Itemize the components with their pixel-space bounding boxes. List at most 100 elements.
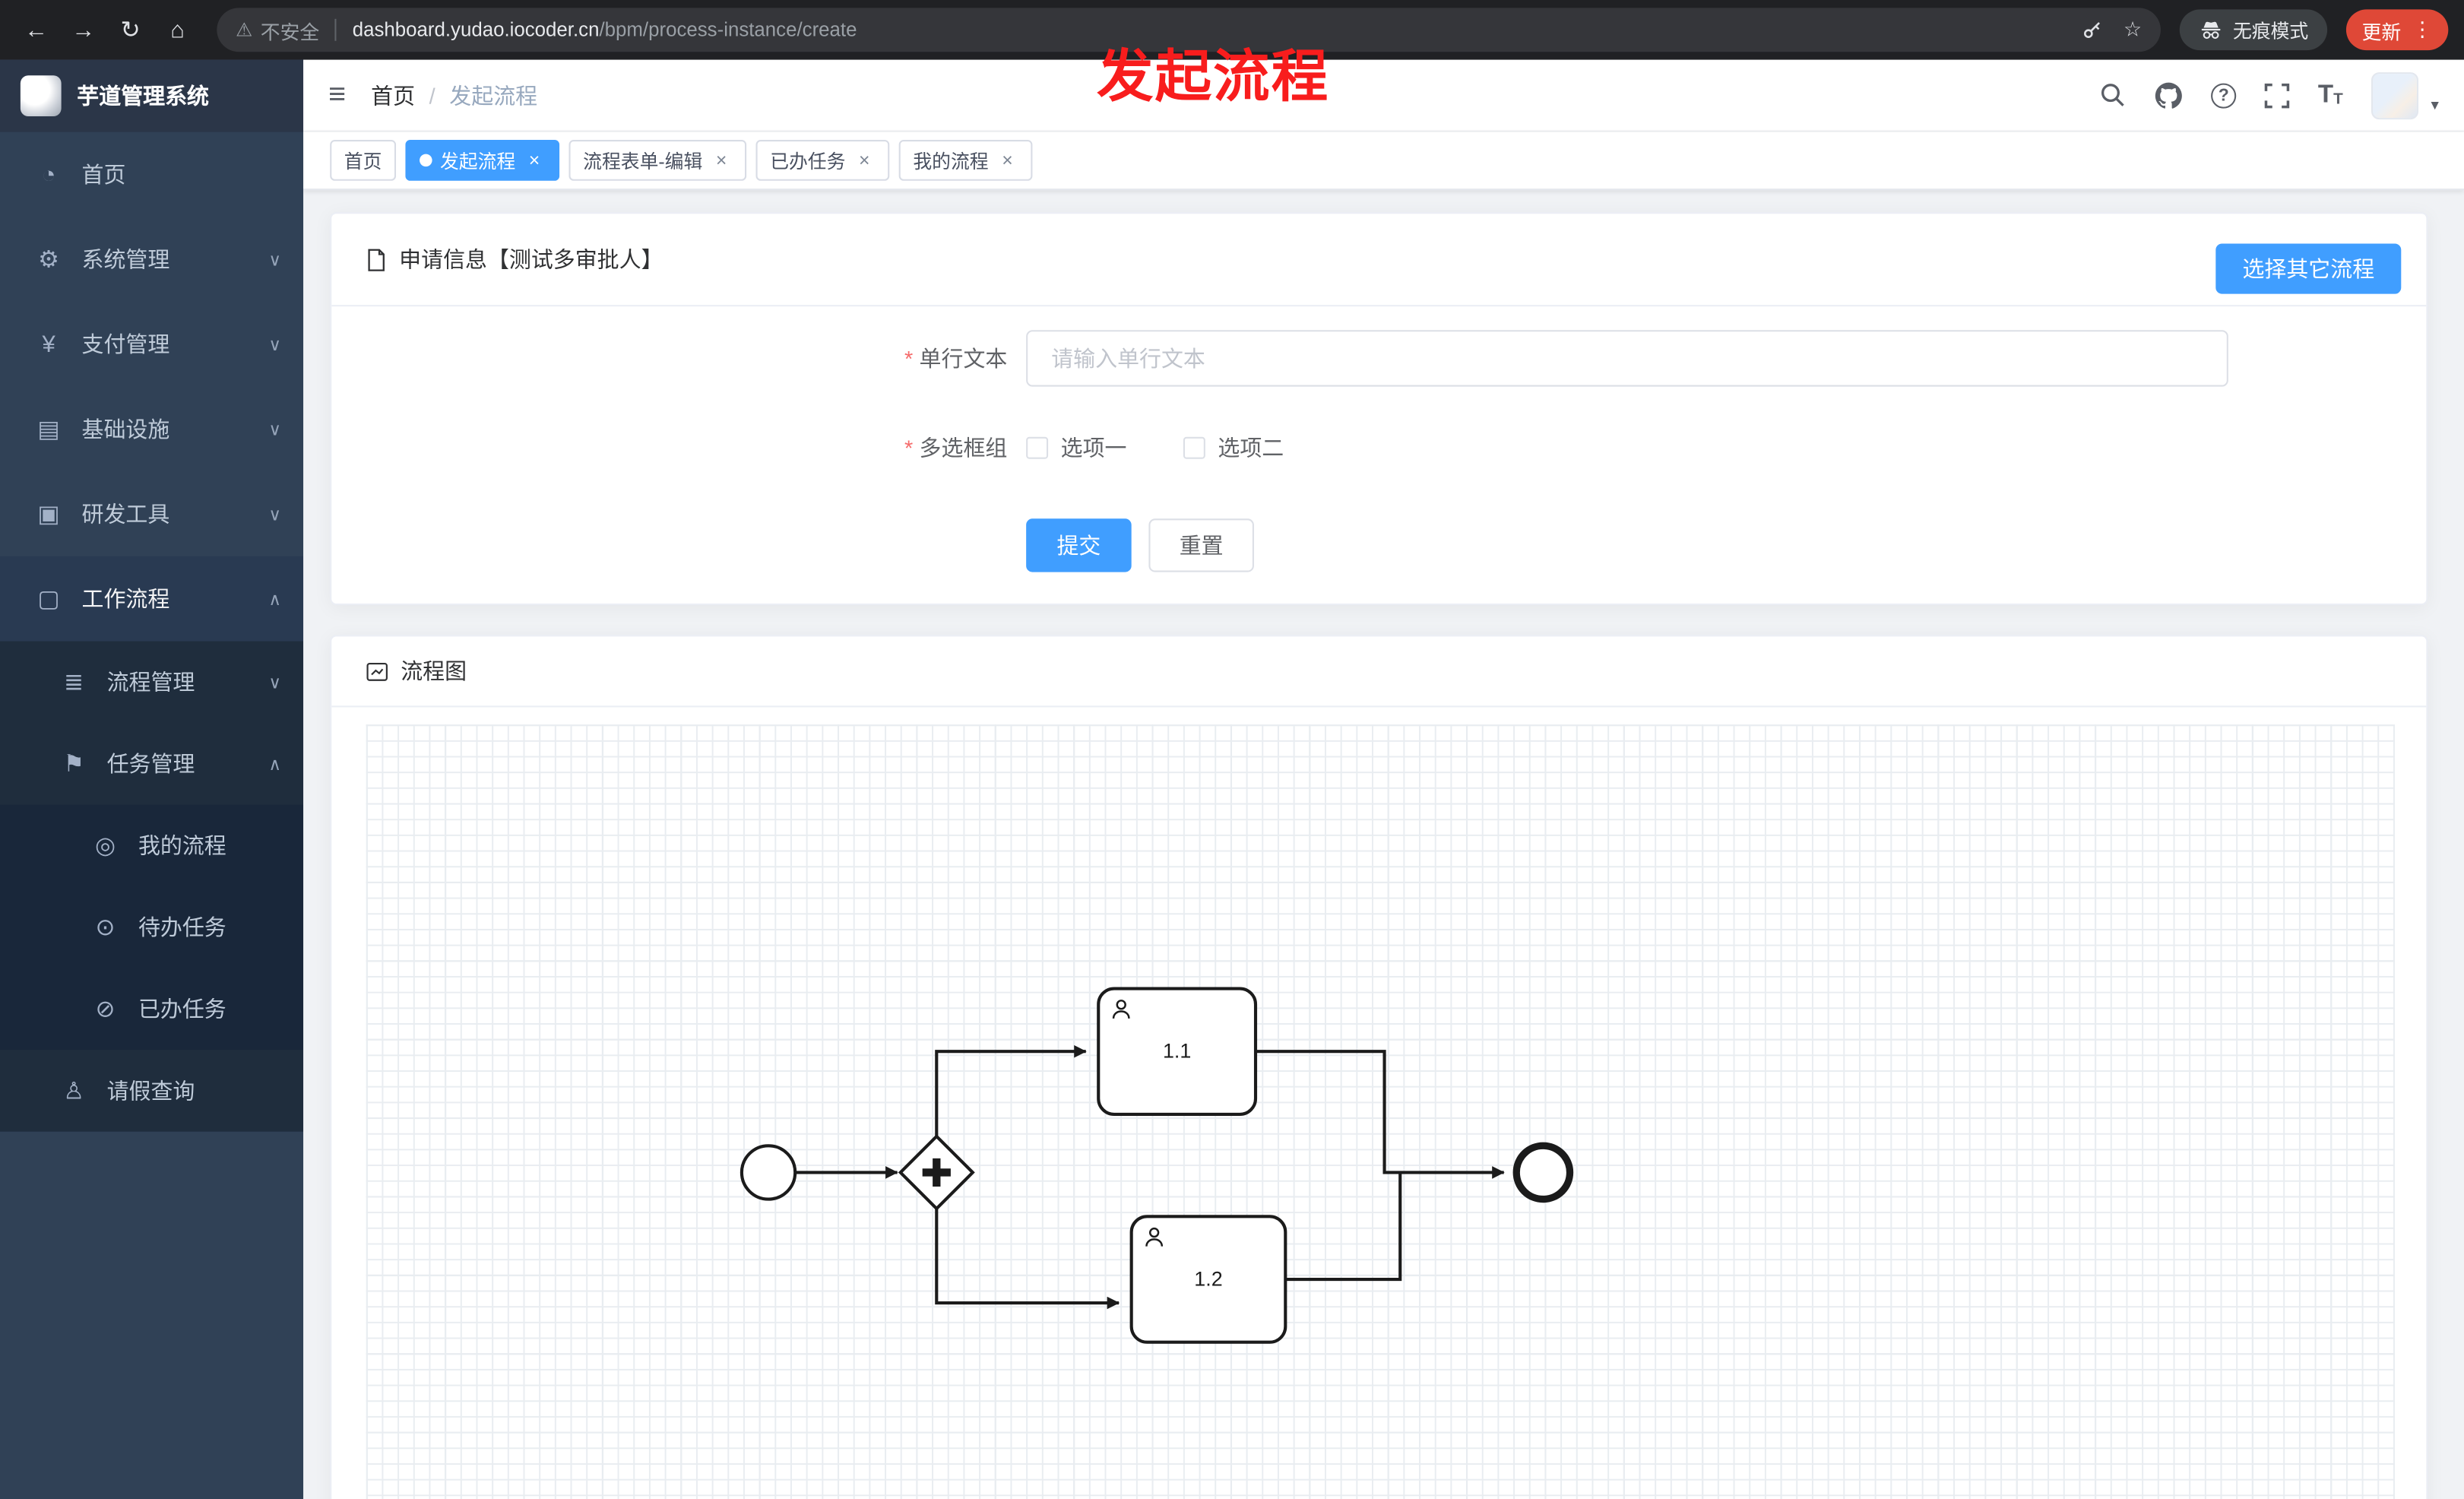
tab-my-process[interactable]: 我的流程 × bbox=[898, 140, 1033, 181]
flag-icon: ⚑ bbox=[63, 751, 85, 778]
dashboard-icon: ◔ bbox=[41, 160, 56, 189]
devtools-icon: ▣ bbox=[37, 501, 60, 528]
document-icon bbox=[366, 248, 387, 271]
logo-title: 芋道管理系统 bbox=[77, 83, 209, 109]
browser-chrome: ← → ↻ ⌂ ⚠ 不安全 dashboard.yudao.iocoder.cn… bbox=[0, 0, 2464, 60]
reset-button[interactable]: 重置 bbox=[1148, 518, 1254, 572]
sidebar-item-label: 首页 bbox=[81, 161, 126, 188]
home-icon[interactable]: ⌂ bbox=[170, 16, 185, 43]
breadcrumb-separator: / bbox=[429, 82, 435, 108]
sidebar-item-label: 请假查询 bbox=[106, 1078, 195, 1104]
refresh-icon[interactable]: ↻ bbox=[120, 17, 141, 44]
bpmn-canvas[interactable]: 1.1 1.2 bbox=[366, 724, 2396, 1499]
bpmn-diagram: 1.1 1.2 bbox=[740, 987, 1574, 1344]
checkbox-icon[interactable] bbox=[1183, 436, 1205, 459]
sidebar-item-system[interactable]: ⚙ 系统管理 ∨ bbox=[0, 217, 303, 302]
breadcrumb-current: 发起流程 bbox=[449, 82, 538, 108]
chevron-down-icon: ∨ bbox=[268, 335, 282, 355]
sidebar-collapse-icon[interactable]: ≡ bbox=[328, 78, 347, 111]
url-path: /bpm/process-instance/create bbox=[599, 18, 857, 41]
sidebar-item-my-process[interactable]: ◎ 我的流程 bbox=[0, 804, 304, 887]
card-title: 申请信息【测试多审批人】 bbox=[366, 214, 664, 305]
logo-image bbox=[20, 75, 62, 117]
avatar[interactable] bbox=[2371, 71, 2418, 119]
sidebar: 芋道管理系统 ◔ 首页 ⚙ 系统管理 ∨ ¥ 支付管理 ∨ ▤ 基础设施 ∨ ▣… bbox=[0, 59, 304, 1499]
address-bar[interactable]: ⚠ 不安全 dashboard.yudao.iocoder.cn/bpm/pro… bbox=[217, 8, 2161, 52]
sidebar-item-workflow[interactable]: ▢ 工作流程 ∧ bbox=[0, 556, 304, 642]
sidebar-item-label: 我的流程 bbox=[138, 832, 226, 858]
back-icon[interactable]: ← bbox=[24, 16, 49, 43]
flow-gateway-to-task2 bbox=[935, 1208, 1120, 1310]
tab-start-process[interactable]: 发起流程 × bbox=[405, 140, 560, 181]
start-event bbox=[740, 1144, 797, 1201]
url-text[interactable]: dashboard.yudao.iocoder.cn/bpm/process-i… bbox=[353, 19, 857, 41]
sidebar-item-done-task[interactable]: ⊘ 已办任务 bbox=[0, 968, 304, 1051]
search-icon[interactable] bbox=[2099, 82, 2126, 109]
select-other-process-button[interactable]: 选择其它流程 bbox=[2215, 243, 2402, 294]
sequence-flows bbox=[795, 1044, 1505, 1310]
logo-area[interactable]: 芋道管理系统 bbox=[0, 59, 304, 132]
eye-icon: ⊙ bbox=[95, 914, 116, 942]
tab-home[interactable]: 首页 bbox=[330, 140, 397, 181]
tab-form-edit[interactable]: 流程表单-编辑 × bbox=[568, 140, 747, 181]
incognito-icon bbox=[2199, 19, 2224, 41]
user-task-1-1: 1.1 bbox=[1097, 987, 1258, 1116]
sidebar-item-label: 待办任务 bbox=[138, 914, 226, 940]
submit-button[interactable]: 提交 bbox=[1026, 518, 1132, 572]
chevron-down-icon: ∨ bbox=[268, 673, 282, 692]
eye-off-icon: ⊘ bbox=[95, 996, 116, 1024]
checkbox-option-1[interactable]: 选项一 bbox=[1026, 433, 1126, 464]
sidebar-item-todo-task[interactable]: ⊙ 待办任务 bbox=[0, 886, 304, 968]
infrastructure-icon: ▤ bbox=[37, 416, 60, 444]
sidebar-item-payment[interactable]: ¥ 支付管理 ∨ bbox=[0, 302, 303, 387]
card-title: 流程图 bbox=[366, 636, 467, 705]
sidebar-item-task-mgmt[interactable]: ⚑ 任务管理 ∧ bbox=[0, 723, 303, 805]
close-icon[interactable]: × bbox=[859, 149, 870, 172]
sidebar-item-home[interactable]: ◔ 首页 bbox=[0, 132, 303, 217]
checkbox-icon[interactable] bbox=[1026, 436, 1049, 459]
person-icon: ♙ bbox=[63, 1078, 85, 1105]
chevron-up-icon: ∧ bbox=[268, 755, 282, 775]
single-line-text-input[interactable] bbox=[1026, 330, 2228, 387]
sidebar-item-label: 流程管理 bbox=[106, 669, 195, 695]
close-icon[interactable]: × bbox=[715, 149, 727, 172]
avatar-caret-icon[interactable]: ▾ bbox=[2431, 97, 2439, 114]
fullscreen-icon[interactable] bbox=[2264, 82, 2290, 108]
chrome-update-button[interactable]: 更新 ⋮ bbox=[2345, 9, 2449, 51]
sidebar-item-infrastructure[interactable]: ▤ 基础设施 ∨ bbox=[0, 387, 303, 472]
forward-icon[interactable]: → bbox=[71, 16, 96, 43]
end-event bbox=[1512, 1142, 1574, 1203]
page-content: 申请信息【测试多审批人】 选择其它流程 *单行文本 *多选框组 选项一 bbox=[303, 190, 2464, 1499]
not-secure-label[interactable]: 不安全 bbox=[260, 21, 320, 43]
password-key-icon[interactable] bbox=[2081, 18, 2105, 42]
workflow-submenu: ≣ 流程管理 ∨ ⚑ 任务管理 ∧ ◎ 我的流程 ⊙ 待办任务 ⊘ 已办任务 bbox=[0, 641, 304, 1132]
divider bbox=[331, 705, 2427, 708]
sidebar-item-label: 工作流程 bbox=[81, 586, 170, 612]
gear-icon: ⚙ bbox=[38, 246, 59, 274]
help-icon[interactable]: ? bbox=[2211, 82, 2237, 108]
sidebar-item-devtools[interactable]: ▣ 研发工具 ∨ bbox=[0, 471, 303, 556]
workflow-icon: ▢ bbox=[37, 586, 60, 613]
active-dot bbox=[420, 154, 432, 167]
flow-task2-to-end bbox=[1285, 1174, 1402, 1282]
github-icon[interactable] bbox=[2155, 81, 2183, 109]
sidebar-item-process-mgmt[interactable]: ≣ 流程管理 ∨ bbox=[0, 642, 303, 724]
close-icon[interactable]: × bbox=[1002, 149, 1013, 172]
bookmark-star-icon[interactable]: ☆ bbox=[2123, 17, 2143, 41]
breadcrumb: 首页 / 发起流程 bbox=[371, 79, 537, 110]
tab-done-task[interactable]: 已办任务 × bbox=[755, 140, 890, 181]
chrome-menu-icon[interactable]: ⋮ bbox=[2412, 17, 2433, 41]
sidebar-item-label: 研发工具 bbox=[81, 501, 170, 527]
checkbox-option-2[interactable]: 选项二 bbox=[1183, 433, 1284, 464]
sidebar-item-leave-query[interactable]: ♙ 请假查询 bbox=[0, 1050, 303, 1132]
breadcrumb-home[interactable]: 首页 bbox=[371, 82, 416, 108]
tabs-bar: 首页 发起流程 × 流程表单-编辑 × 已办任务 × 我的流程 × bbox=[303, 132, 2464, 191]
chevron-down-icon: ∨ bbox=[268, 505, 282, 524]
close-icon[interactable]: × bbox=[528, 149, 540, 172]
sidebar-item-label: 已办任务 bbox=[138, 996, 226, 1022]
text-field-label: *单行文本 bbox=[904, 345, 1008, 371]
